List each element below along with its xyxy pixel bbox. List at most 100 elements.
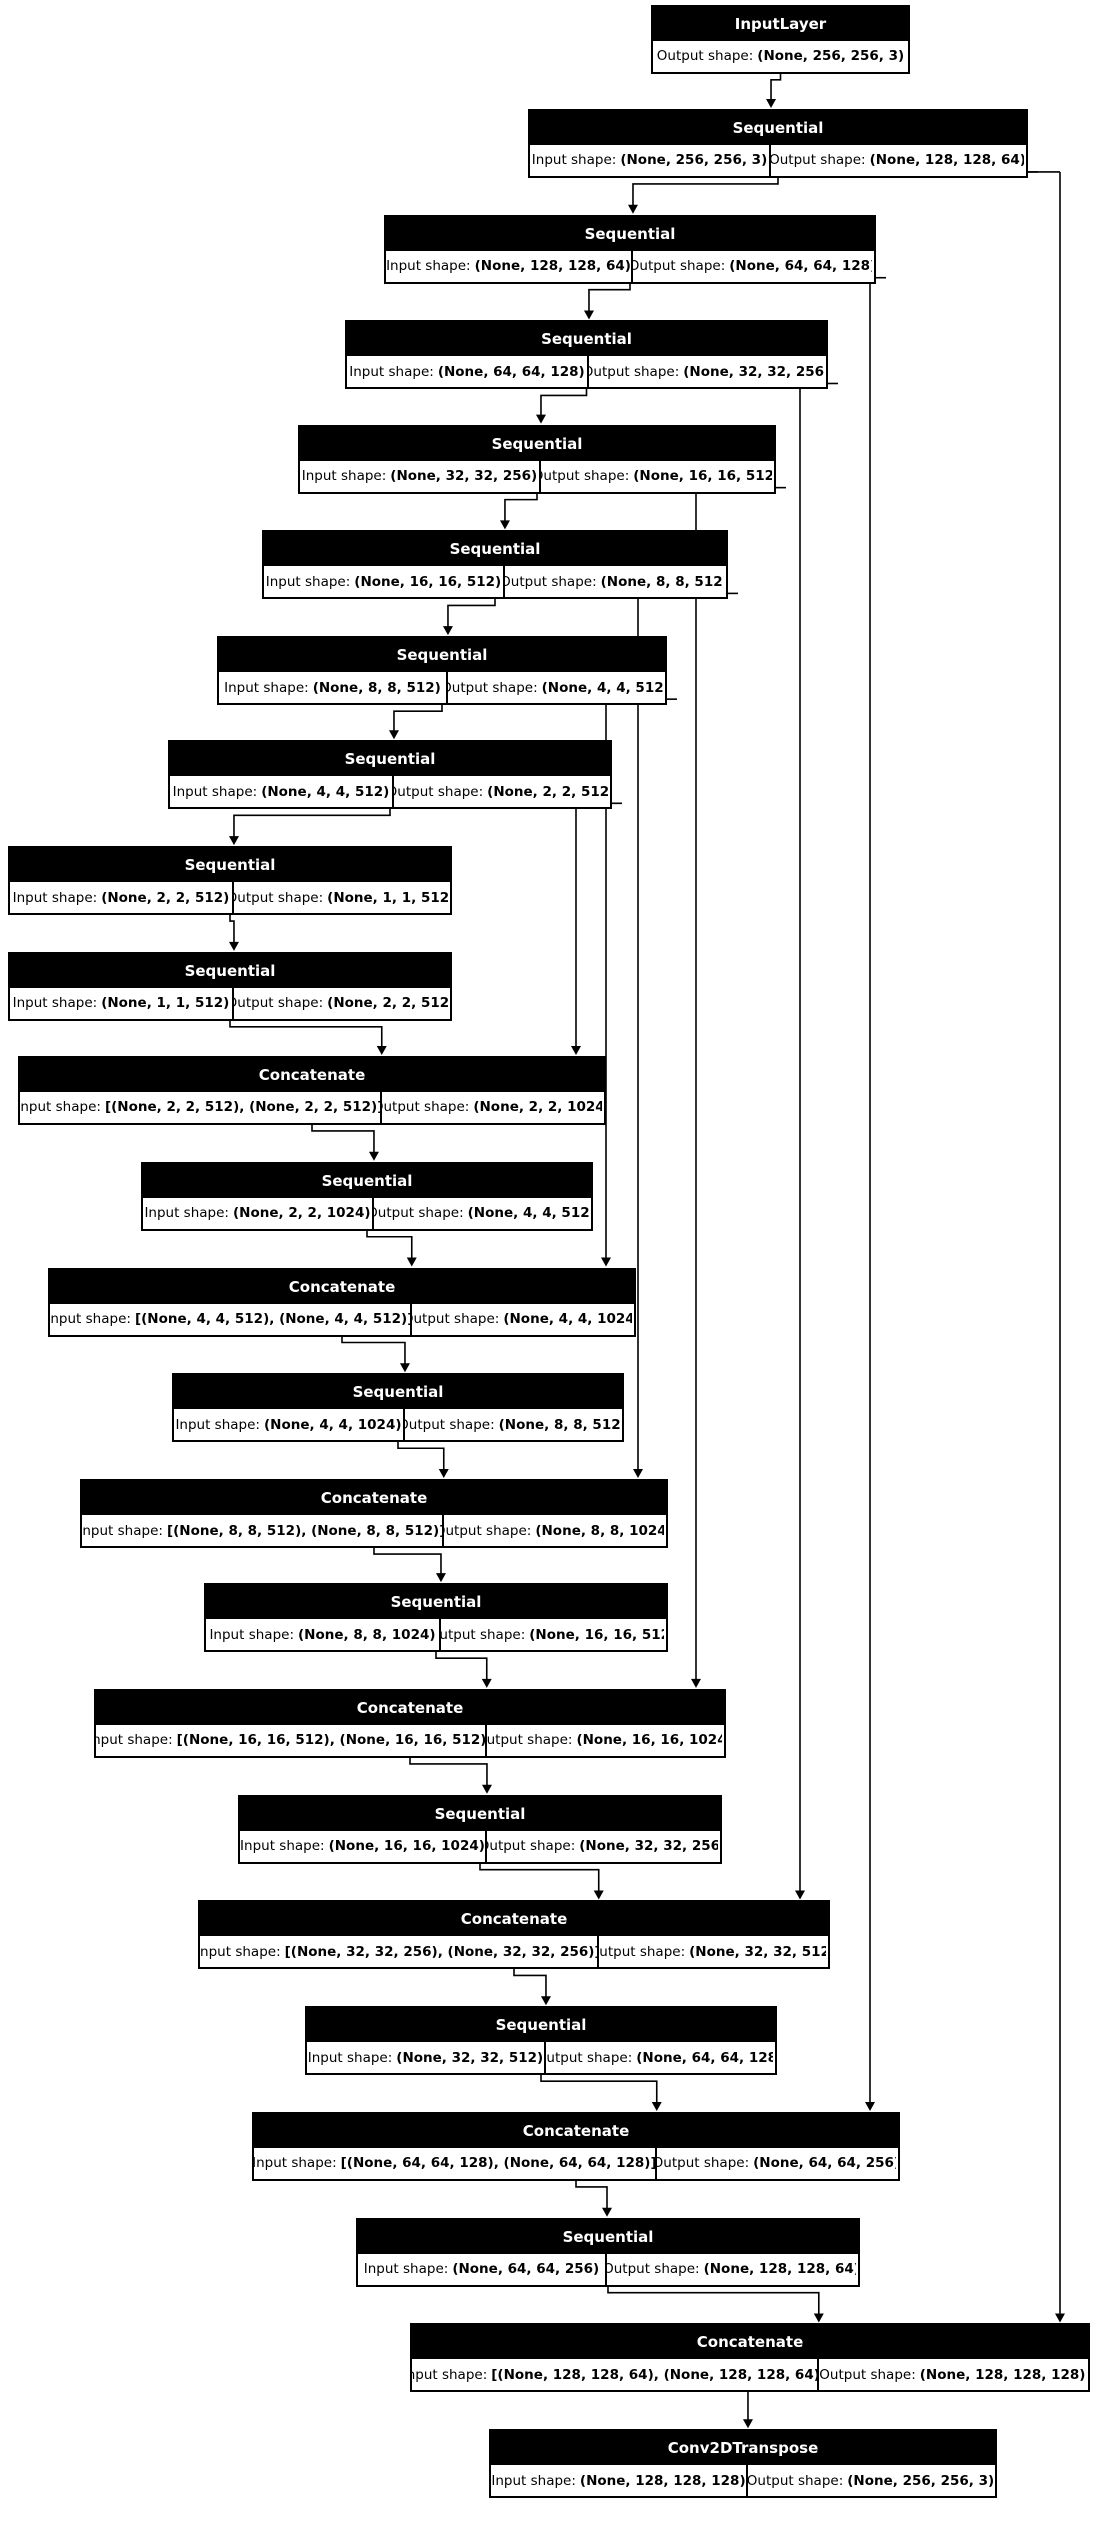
layer-node-title: Sequential bbox=[170, 742, 610, 777]
layer-node-shapes: Input shape:(None, 4, 4, 512)Output shap… bbox=[170, 776, 610, 808]
edge-arrowhead bbox=[633, 1469, 643, 1479]
edge-arrowhead bbox=[795, 1890, 805, 1900]
layer-node-shapes: Input shape:(None, 64, 64, 256)Output sh… bbox=[358, 2253, 858, 2285]
edge-line bbox=[366, 1226, 413, 1259]
output-shape-label: Output shape: bbox=[411, 1311, 500, 1327]
output-shape-cell: Output shape:(None, 256, 256, 3) bbox=[748, 2465, 993, 2496]
output-shape-value: (None, 64, 64, 256) bbox=[753, 2155, 896, 2172]
output-shape-cell: Output shape:(None, 4, 4, 512) bbox=[448, 672, 663, 703]
output-shape-cell: Output shape:(None, 256, 256, 3) bbox=[653, 41, 908, 72]
output-shape-cell: Output shape:(None, 4, 4, 512) bbox=[374, 1198, 589, 1229]
layer-node-title: Sequential bbox=[174, 1375, 622, 1410]
input-shape-label: Input shape: bbox=[96, 1732, 173, 1749]
layer-node-title: Sequential bbox=[307, 2008, 775, 2043]
output-shape-label: Output shape: bbox=[447, 679, 538, 696]
input-shape-value: [(None, 2, 2, 512), (None, 2, 2, 512)] bbox=[104, 1099, 382, 1116]
edge-arrowhead bbox=[435, 1573, 446, 1583]
input-shape-value: (None, 16, 16, 512) bbox=[354, 573, 502, 590]
edge-arrowhead bbox=[691, 1678, 701, 1688]
layer-node-shapes: Input shape:[(None, 4, 4, 512), (None, 4… bbox=[50, 1303, 634, 1335]
layer-node-shapes: Input shape:[(None, 8, 8, 512), (None, 8… bbox=[82, 1515, 666, 1547]
layer-node-title: InputLayer bbox=[653, 6, 908, 41]
output-shape-value: (None, 32, 32, 512) bbox=[689, 1943, 826, 1960]
input-shape-value: (None, 1, 1, 512) bbox=[101, 995, 230, 1012]
input-shape-label: Input shape: bbox=[412, 2366, 488, 2383]
input-shape-value: (None, 32, 32, 256) bbox=[390, 468, 538, 485]
layer-node-title: Concatenate bbox=[254, 2113, 898, 2148]
input-shape-cell: Input shape:(None, 256, 256, 3) bbox=[530, 144, 772, 176]
input-shape-label: Input shape: bbox=[12, 889, 98, 906]
input-shape-value: [(None, 4, 4, 512), (None, 4, 4, 512)] bbox=[134, 1311, 412, 1327]
input-shape-label: Input shape: bbox=[307, 2049, 393, 2066]
input-shape-value: [(None, 32, 32, 256), (None, 32, 32, 256… bbox=[284, 1943, 599, 1960]
input-shape-cell: Input shape:(None, 128, 128, 64) bbox=[386, 250, 633, 282]
edge-line bbox=[409, 1753, 488, 1786]
edge-arrowhead bbox=[540, 1996, 551, 2006]
edge-arrowhead bbox=[865, 2101, 875, 2111]
edge-line bbox=[575, 2176, 608, 2209]
output-shape-label: Output shape: bbox=[443, 1522, 532, 1539]
output-shape-cell: Output shape:(None, 32, 32, 512) bbox=[599, 1936, 826, 1967]
output-shape-value: (None, 4, 4, 1024) bbox=[503, 1311, 632, 1327]
edge-line bbox=[435, 1648, 488, 1680]
output-shape-value: (None, 64, 64, 128) bbox=[729, 258, 872, 275]
edge-line bbox=[540, 2071, 658, 2103]
layer-node-title: Conv2DTranspose bbox=[491, 2431, 995, 2466]
output-shape-cell: Output shape:(None, 2, 2, 512) bbox=[394, 776, 608, 807]
layer-node-title: Concatenate bbox=[200, 1902, 828, 1937]
output-shape-label: Output shape: bbox=[486, 1838, 576, 1855]
output-shape-value: (None, 256, 256, 3) bbox=[847, 2472, 993, 2489]
output-shape-cell: Output shape:(None, 128, 128, 64) bbox=[607, 2254, 856, 2285]
output-shape-cell: Output shape:(None, 16, 16, 512) bbox=[541, 461, 772, 492]
layer-node-shapes: Input shape:(None, 32, 32, 512)Output sh… bbox=[307, 2042, 775, 2074]
layer-node-shapes: Input shape:(None, 2, 2, 1024)Output sha… bbox=[143, 1197, 591, 1229]
edge-arrowhead bbox=[651, 2101, 662, 2111]
layer-node-title: Sequential bbox=[10, 848, 450, 883]
edge-arrowhead bbox=[583, 310, 594, 320]
layer-node-shapes: Input shape:(None, 8, 8, 512)Output shap… bbox=[219, 672, 665, 704]
layer-node-shapes: Input shape:[(None, 32, 32, 256), (None,… bbox=[200, 1936, 828, 1968]
output-shape-value: (None, 8, 8, 512) bbox=[600, 573, 724, 590]
input-shape-cell: Input shape:(None, 8, 8, 512) bbox=[219, 672, 448, 704]
layer-node-shapes: Input shape:(None, 2, 2, 512)Output shap… bbox=[10, 882, 450, 914]
output-shape-value: (None, 128, 128, 64) bbox=[703, 2261, 856, 2278]
layer-node-shapes: Input shape:(None, 64, 64, 128)Output sh… bbox=[347, 356, 826, 388]
output-shape-label: Output shape: bbox=[656, 2155, 750, 2172]
layer-node-shapes: Input shape:(None, 128, 128, 128)Output … bbox=[491, 2465, 995, 2497]
output-shape-label: Output shape: bbox=[373, 1205, 464, 1222]
output-shape-cell: Output shape:(None, 128, 128, 128) bbox=[819, 2359, 1086, 2390]
input-shape-value: [(None, 128, 128, 64), (None, 128, 128, … bbox=[491, 2366, 819, 2383]
input-shape-label: Input shape: bbox=[144, 1205, 229, 1222]
output-shape-label: Output shape: bbox=[771, 152, 866, 169]
input-shape-cell: Input shape:(None, 2, 2, 512) bbox=[10, 882, 234, 914]
layer-node-title: Sequential bbox=[530, 110, 1026, 145]
layer-node-shapes: Input shape:[(None, 16, 16, 512), (None,… bbox=[96, 1724, 724, 1756]
input-shape-value: (None, 32, 32, 512) bbox=[396, 2049, 544, 2066]
output-shape-value: (None, 2, 2, 512) bbox=[487, 783, 608, 800]
